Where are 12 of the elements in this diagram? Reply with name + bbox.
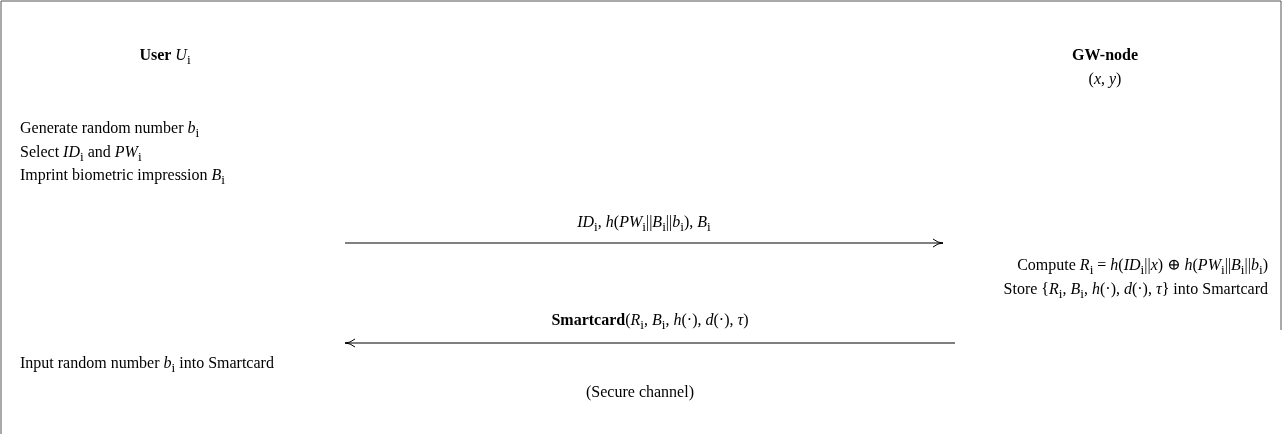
protocol-step: Imprint biometric impression B$_{i}$ (20, 165, 225, 191)
participant-keys: (x, y) (1088, 69, 1122, 89)
participant-heading: User U$_{i}$ (139, 45, 191, 70)
channel-note: (Secure channel) (586, 382, 694, 402)
protocol-step: Store {R$_{i}$, B$_{i}$, h(·), d(·), τ} into Smartcard (1003, 279, 1268, 305)
protocol-step: Compute R$_{i}$ = h(ID$_{i}$||x) ⊕ h(PW$_{i}$||B$_{i}$||b$_{i}$) (1017, 255, 1268, 281)
message-label: Smartcard(R$_{i}$, B$_{i}$, h(·), d(·), τ) (551, 310, 749, 335)
protocol-step: Select ID$_{i}$ and PW$_{i}$ (20, 142, 142, 168)
protocol-step: Generate random number b$_{i}$ (20, 118, 200, 144)
participant-heading: GW-node (1071, 45, 1139, 65)
message-label: ID$_{i}$, h(PW$_{i}$||B$_{i}$||b$_{i}$), B$_{i}$ (577, 212, 711, 237)
protocol-step: Input random number b$_{i}$ into Smartcard (20, 353, 274, 379)
